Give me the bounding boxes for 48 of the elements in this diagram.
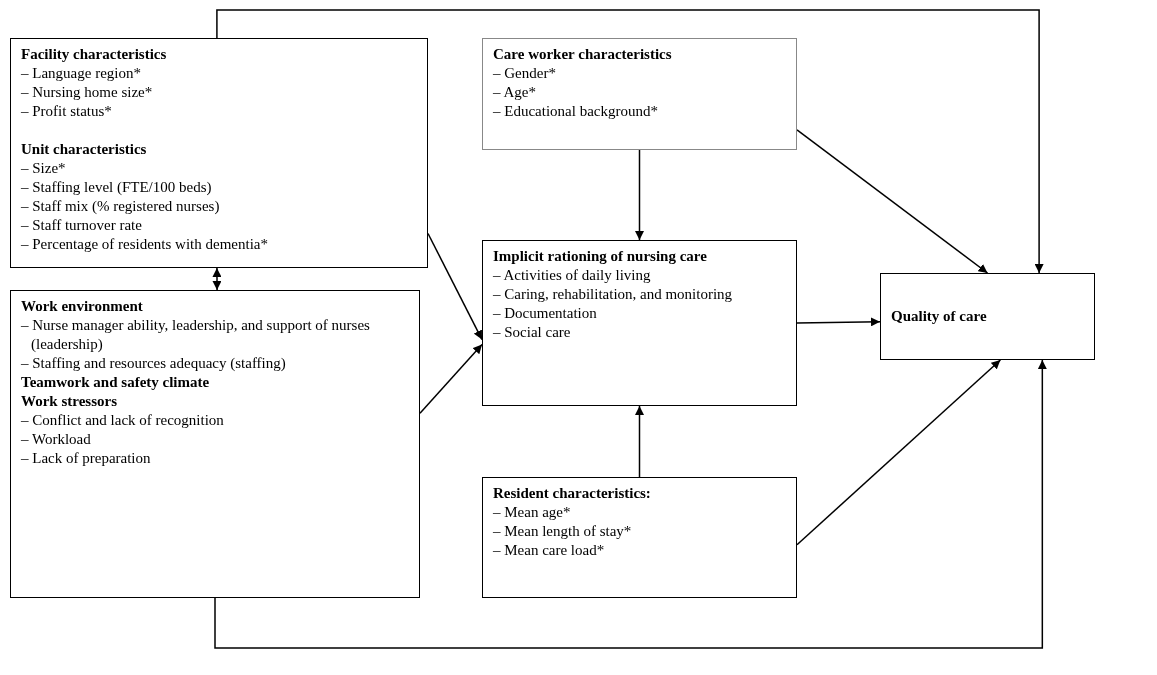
text-box — [10, 290, 420, 598]
heading: Unit characteristics — [21, 140, 148, 159]
list-item: – Staff mix (% registered nurses) — [21, 197, 221, 216]
list-item: – Staffing level (FTE/100 beds) — [21, 178, 213, 197]
arrow — [216, 9, 1044, 274]
list-item: – Mean length of stay* — [493, 522, 633, 541]
arrow — [796, 359, 1002, 546]
list-item: – Gender* — [493, 64, 557, 83]
list-item: – Nurse manager ability, leadership, and support of nurses (leadership) — [21, 316, 371, 354]
heading: Quality of care — [891, 307, 987, 326]
arrow — [635, 149, 644, 241]
heading: Teamwork and safety climate — [21, 373, 211, 392]
list-item: – Profit status* — [21, 102, 113, 121]
list-item: – Workload — [21, 430, 92, 449]
list-item: – Mean age* — [493, 503, 572, 522]
arrow — [419, 343, 483, 414]
list-item: – Documentation — [493, 304, 598, 323]
arrow — [214, 359, 1047, 649]
arrow — [427, 232, 483, 341]
list-item: – Staff turnover rate — [21, 216, 143, 235]
text-box — [880, 273, 1095, 360]
list-item: – Language region* — [21, 64, 142, 83]
arrow — [212, 267, 222, 291]
list-item: – Mean care load* — [493, 541, 606, 560]
arrow — [796, 317, 881, 327]
list-item: – Size* — [21, 159, 67, 178]
heading: Implicit rationing of nursing care — [493, 247, 708, 266]
list-item: – Educational background* — [493, 102, 659, 121]
list-item: – Staffing and resources adequacy (staffing) — [21, 354, 287, 373]
list-item: – Nursing home size* — [21, 83, 154, 102]
heading: Care worker characteristics — [493, 45, 673, 64]
arrow — [796, 129, 989, 274]
list-item: – Percentage of residents with dementia* — [21, 235, 269, 254]
list-item: – Conflict and lack of recognition — [21, 411, 225, 430]
text-box — [482, 477, 797, 598]
list-item: – Lack of preparation — [21, 449, 152, 468]
heading: Work environment — [21, 297, 144, 316]
heading: Resident characteristics: — [493, 484, 652, 503]
arrow — [635, 405, 644, 478]
list-item: – Activities of daily living — [493, 266, 652, 285]
text-box — [482, 240, 797, 406]
heading: Work stressors — [21, 392, 118, 411]
list-item: – Age* — [493, 83, 537, 102]
list-item: – Caring, rehabilitation, and monitoring — [493, 285, 734, 304]
heading: Facility characteristics — [21, 45, 168, 64]
list-item: – Social care — [493, 323, 572, 342]
text-box — [482, 38, 797, 150]
text-box — [10, 38, 428, 268]
